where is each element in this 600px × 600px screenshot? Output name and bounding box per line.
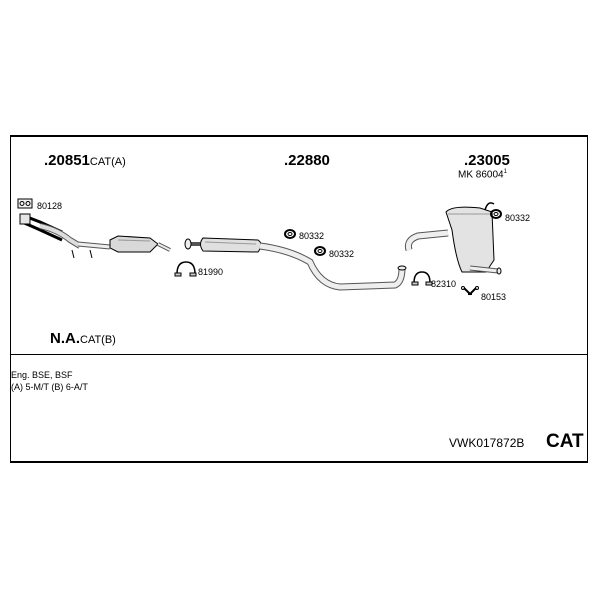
na-cat-label: N.A.CAT(B) bbox=[50, 330, 116, 347]
gasket-80128-icon bbox=[17, 198, 33, 209]
clamp-82310-icon bbox=[411, 271, 433, 286]
part-80332-label-2: 80332 bbox=[329, 249, 355, 259]
article-code: VWK017872B bbox=[449, 436, 525, 450]
bracket-80153-icon bbox=[461, 286, 479, 296]
engine-info-line2: (A) 5-M/T (B) 6-A/T bbox=[11, 382, 88, 392]
hanger-80332-icon-1 bbox=[284, 229, 296, 239]
part-22880-label: .22880 bbox=[284, 152, 330, 169]
engine-info-line1: Eng. BSE, BSF bbox=[11, 370, 73, 380]
middle-silencer bbox=[184, 237, 407, 291]
mk-label: MK 860041 bbox=[458, 169, 507, 181]
part-80332-label-1: 80332 bbox=[299, 231, 325, 241]
part-80128-label: 80128 bbox=[37, 201, 63, 211]
part-80332-label-3: 80332 bbox=[505, 213, 531, 223]
hanger-80332-icon-3 bbox=[490, 209, 502, 219]
rear-silencer bbox=[404, 202, 502, 275]
part-23005-label: .23005 bbox=[464, 152, 510, 169]
part-20851-label: .20851CAT(A) bbox=[44, 152, 126, 169]
hanger-80332-icon-2 bbox=[314, 246, 326, 256]
cat-label: CAT bbox=[546, 431, 584, 452]
part-81990-label: 81990 bbox=[198, 267, 224, 277]
clamp-81990-icon bbox=[174, 261, 197, 277]
separator-line bbox=[10, 354, 588, 355]
part-80153-label: 80153 bbox=[481, 292, 507, 302]
diagram-frame bbox=[10, 135, 588, 463]
front-pipe-catalyst bbox=[19, 213, 171, 259]
part-82310-label: 82310 bbox=[431, 279, 457, 289]
